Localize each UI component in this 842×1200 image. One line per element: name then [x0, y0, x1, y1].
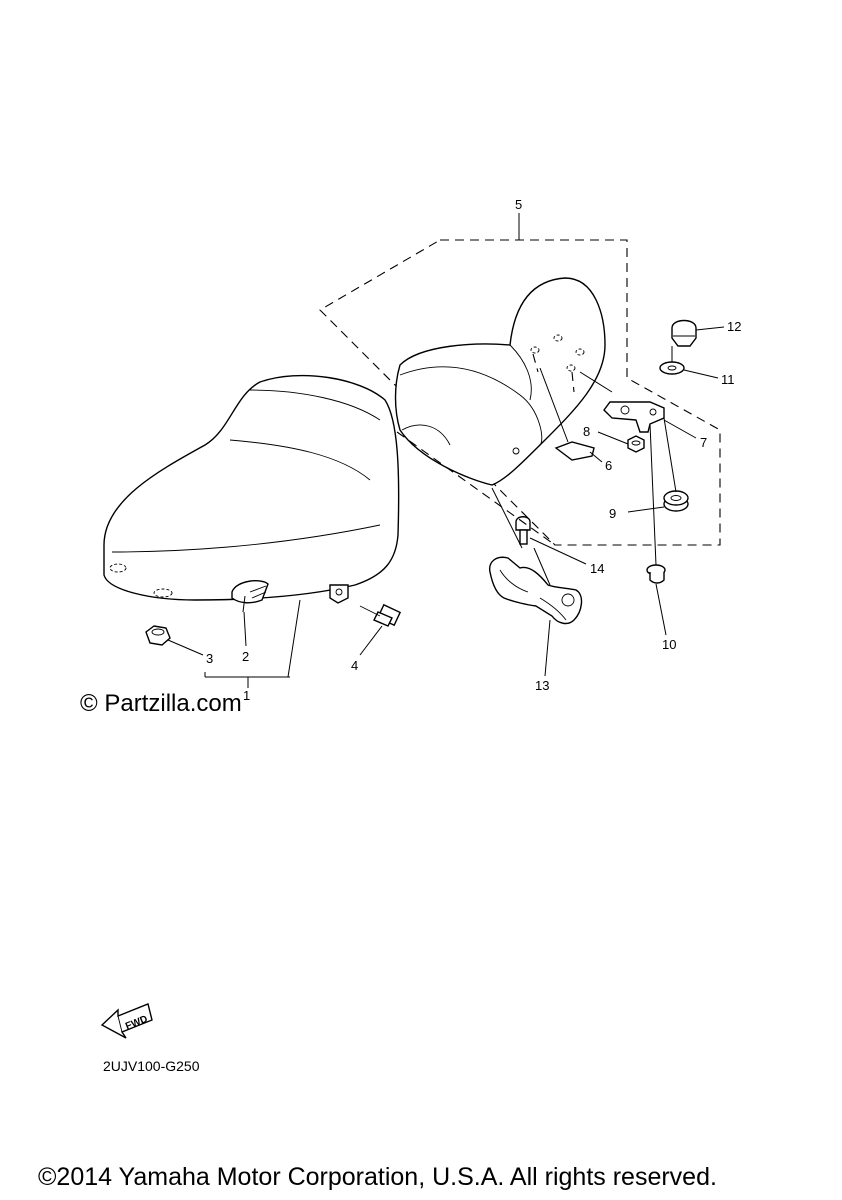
leader-lines [167, 213, 725, 688]
callout-9: 9 [609, 506, 616, 521]
callout-8: 8 [583, 424, 590, 439]
part-10-collar [646, 564, 666, 584]
callout-2: 2 [242, 649, 249, 664]
rear-seat-assembly-outline [319, 239, 721, 546]
callout-3: 3 [206, 651, 213, 666]
part-12-cap-nut [671, 319, 697, 347]
callouts: 1 2 3 4 5 6 7 8 9 10 11 12 13 14 [206, 197, 741, 703]
callout-1: 1 [243, 688, 250, 703]
assembly-lines [242, 346, 677, 678]
drawing-code: 2UJV100-G250 [103, 1058, 200, 1074]
partzilla-watermark: © Partzilla.com [80, 690, 242, 717]
part-3-nut [145, 625, 171, 646]
fwd-arrow-icon: FWD [100, 1003, 153, 1039]
part-9-grommet [663, 490, 689, 512]
callout-14: 14 [590, 561, 604, 576]
callout-10: 10 [662, 637, 676, 652]
callout-4: 4 [351, 658, 358, 673]
callout-12: 12 [727, 319, 741, 334]
callout-13: 13 [535, 678, 549, 693]
callout-11: 11 [721, 372, 735, 387]
callout-5: 5 [515, 197, 522, 212]
part-13-lock-bracket [489, 556, 583, 625]
part-11-washer [659, 361, 685, 375]
front-seat [103, 374, 400, 604]
rear-seat [394, 277, 606, 486]
part-4-bolt [359, 603, 402, 627]
callout-6: 6 [605, 458, 612, 473]
copyright-notice: ©2014 Yamaha Motor Corporation, U.S.A. A… [38, 1163, 717, 1191]
callout-7: 7 [700, 435, 707, 450]
part-8-nut [627, 435, 645, 453]
part-7-bracket [603, 401, 665, 433]
part-6-clip [554, 441, 595, 461]
